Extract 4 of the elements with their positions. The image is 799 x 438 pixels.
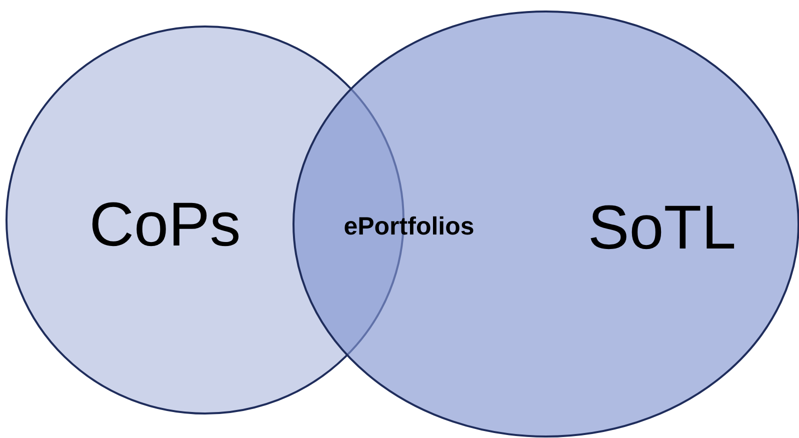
circle-label: CoPs xyxy=(89,190,241,260)
overlap-label: ePortfolios xyxy=(344,212,474,242)
circle-label: SoTL xyxy=(588,192,736,264)
venn-circle xyxy=(292,10,799,438)
